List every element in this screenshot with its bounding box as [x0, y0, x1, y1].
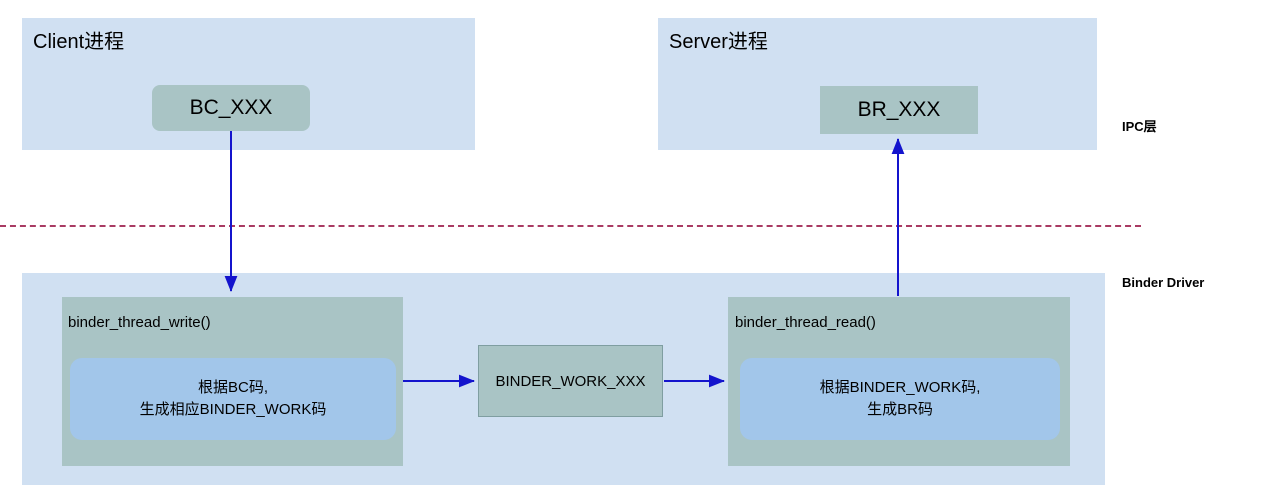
binder-work-xxx-node[interactable]: BINDER_WORK_XXX — [478, 345, 663, 417]
binder-thread-write-label: binder_thread_write() — [68, 314, 211, 331]
write-inner-description: 根据BC码, 生成相应BINDER_WORK码 — [70, 358, 396, 440]
client-process-title: Client进程 — [33, 31, 125, 53]
br-xxx-node[interactable]: BR_XXX — [820, 86, 978, 134]
read-inner-description: 根据BINDER_WORK码, 生成BR码 — [740, 358, 1060, 440]
layer-divider — [0, 225, 1141, 227]
read-inner-line-1: 根据BINDER_WORK码, — [819, 379, 981, 397]
read-inner-line-2: 生成BR码 — [867, 401, 933, 418]
bc-xxx-node[interactable]: BC_XXX — [152, 85, 310, 131]
server-process-title: Server进程 — [669, 31, 768, 53]
binder-driver-label: Binder Driver — [1122, 275, 1205, 290]
write-inner-line-1: 根据BC码, — [197, 379, 268, 397]
ipc-layer-label: IPC层 — [1122, 119, 1157, 134]
binder-thread-read-label: binder_thread_read() — [735, 314, 876, 331]
write-inner-line-2: 生成相应BINDER_WORK码 — [139, 401, 327, 418]
